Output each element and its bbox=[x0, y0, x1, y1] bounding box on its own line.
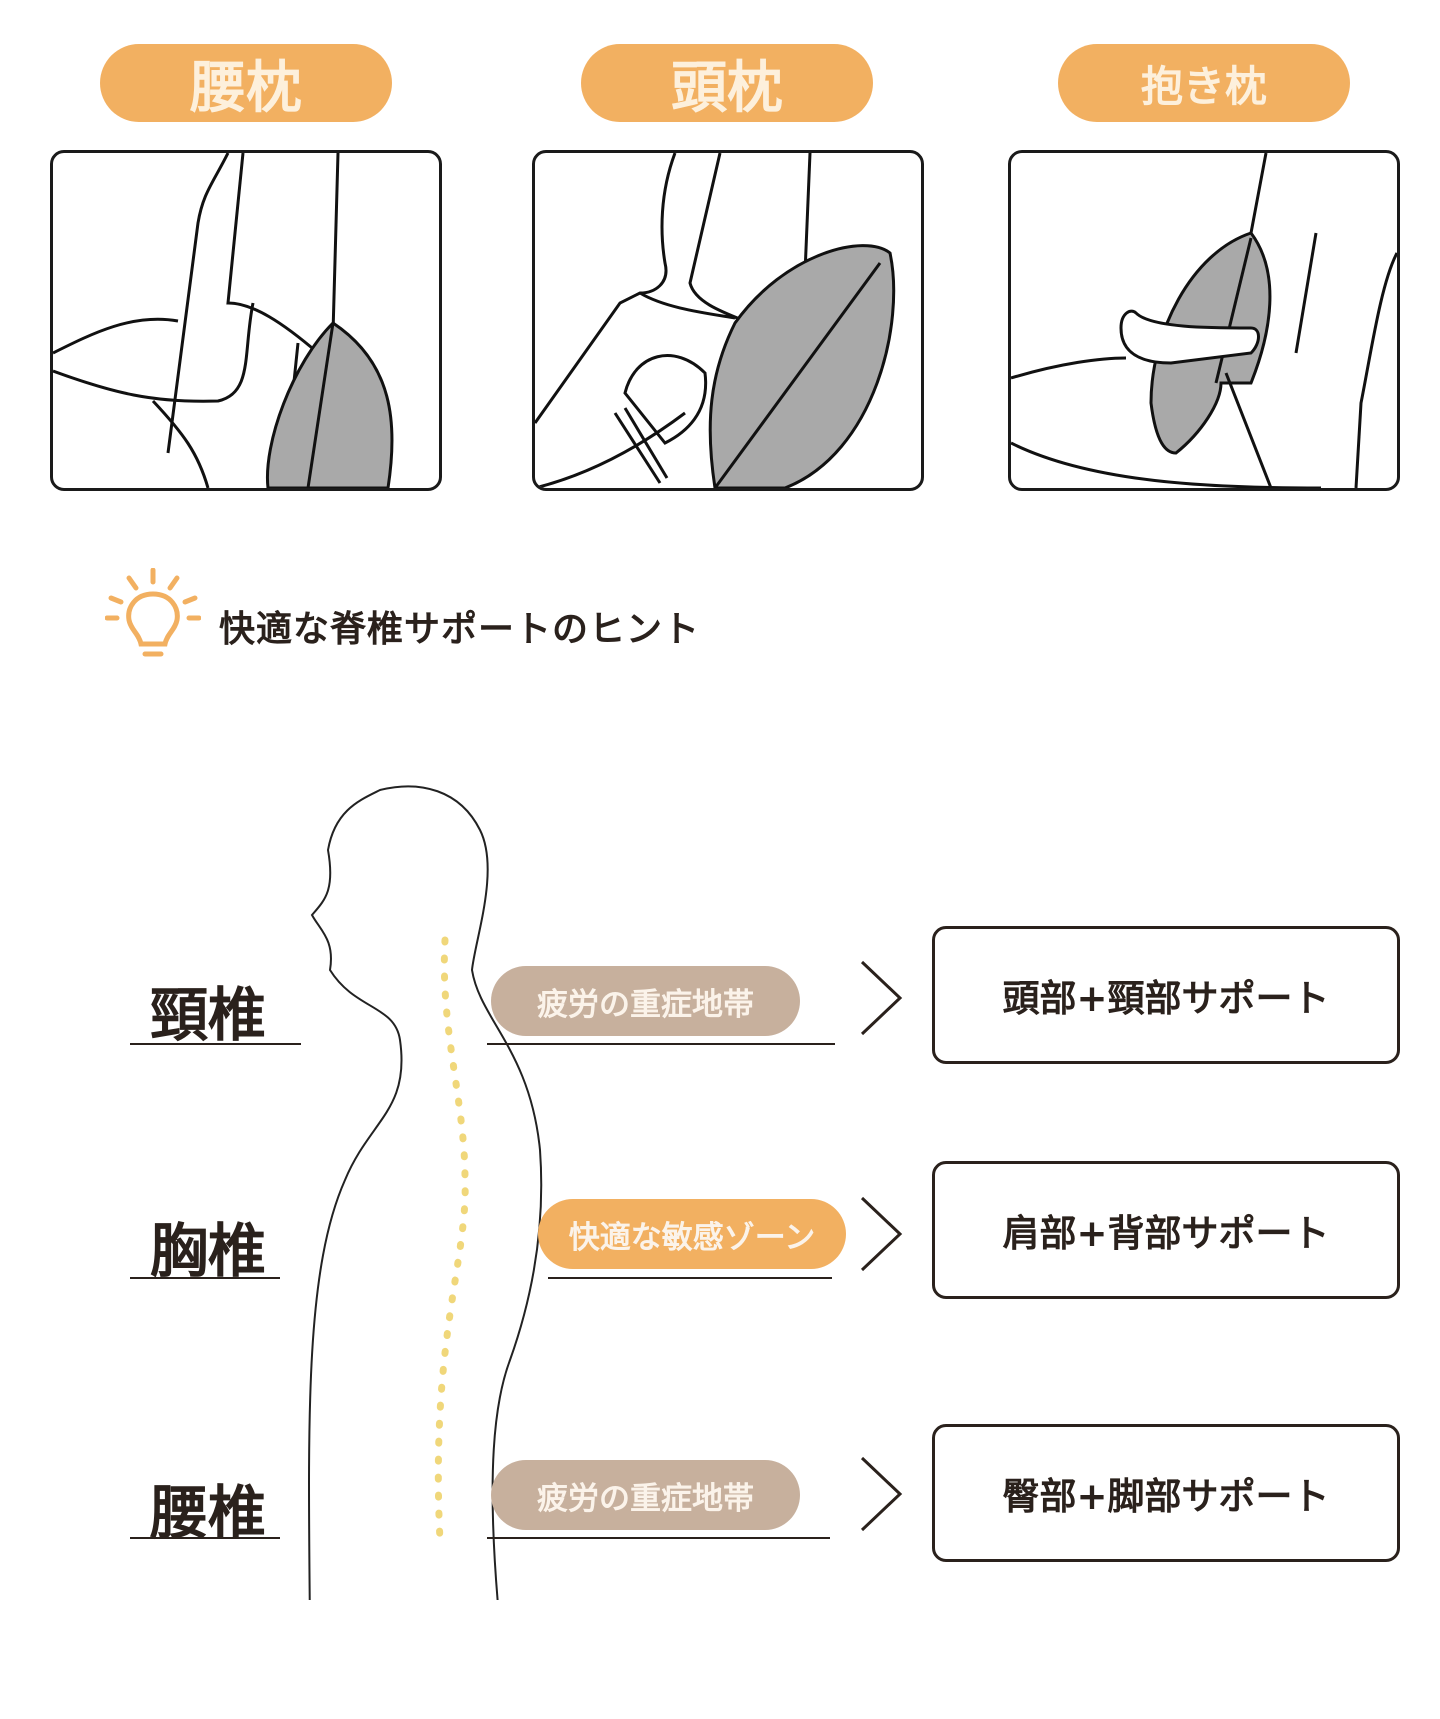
divider bbox=[487, 1043, 835, 1045]
body-pillow-illustration bbox=[1008, 150, 1400, 491]
divider bbox=[130, 1537, 280, 1539]
support-box-lumbar: 臀部+脚部サポート bbox=[932, 1424, 1400, 1562]
support-box-cervical: 頭部+頸部サポート bbox=[932, 926, 1400, 1064]
zone-pill-thoracic: 快適な敏感ゾーン bbox=[538, 1199, 846, 1269]
lightbulb-icon bbox=[104, 567, 202, 660]
tag-head-pillow: 頭枕 bbox=[581, 44, 873, 122]
zone-pill-cervical: 疲労の重症地帯 bbox=[491, 966, 800, 1036]
chevron-right-icon bbox=[860, 1196, 903, 1272]
hint-title: 快適な脊椎サポートのヒント bbox=[219, 609, 701, 650]
zone-pill-lumbar: 疲労の重症地帯 bbox=[491, 1460, 800, 1530]
chevron-right-icon bbox=[860, 1456, 903, 1532]
divider bbox=[548, 1277, 832, 1279]
head-pillow-illustration bbox=[532, 150, 924, 491]
divider bbox=[487, 1537, 830, 1539]
body-silhouette-illustration bbox=[300, 780, 620, 1628]
divider bbox=[130, 1277, 280, 1279]
tag-body-pillow: 抱き枕 bbox=[1058, 44, 1350, 122]
region-label-thoracic: 胸椎 bbox=[150, 1217, 267, 1285]
region-label-lumbar: 腰椎 bbox=[150, 1479, 267, 1547]
support-box-thoracic: 肩部+背部サポート bbox=[932, 1161, 1400, 1299]
tag-lumbar-pillow: 腰枕 bbox=[100, 44, 392, 122]
region-label-cervical: 頸椎 bbox=[150, 981, 267, 1049]
divider bbox=[130, 1043, 301, 1045]
lumbar-pillow-illustration bbox=[50, 150, 442, 491]
chevron-right-icon bbox=[860, 960, 903, 1036]
